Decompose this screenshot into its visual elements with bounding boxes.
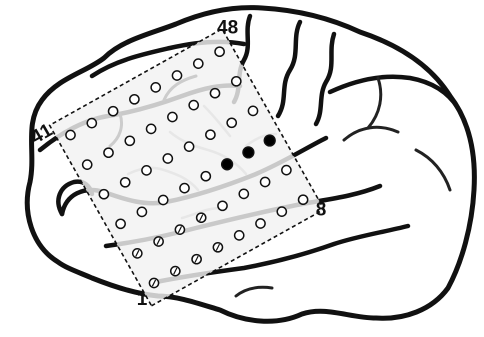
electrode-contact: [172, 71, 181, 80]
electrode-contact-active: [243, 147, 254, 158]
electrode-contact: [99, 190, 108, 199]
electrode-contact: [210, 89, 219, 98]
electrode-contact-active: [264, 135, 275, 146]
electrode-contact: [261, 177, 270, 186]
electrode-contact: [215, 47, 224, 56]
electrode-contact: [159, 195, 168, 204]
electrode-contact: [109, 107, 118, 116]
electrode-contact: [83, 160, 92, 169]
electrode-contact: [232, 77, 241, 86]
electrode-contact: [125, 136, 134, 145]
corner-label-1: 1: [137, 289, 148, 310]
electrode-contact: [130, 95, 139, 104]
electrode-contact: [248, 106, 257, 115]
electrode-contact: [194, 59, 203, 68]
electrode-contact: [168, 112, 177, 121]
corner-label-48: 48: [217, 18, 238, 39]
electrode-contact: [147, 124, 156, 133]
electrode-contact: [116, 219, 125, 228]
electrode-contact: [282, 166, 291, 175]
electrode-contact: [87, 119, 96, 128]
electrode-contact: [256, 219, 265, 228]
electrode-contact: [142, 166, 151, 175]
electrode-contact: [206, 130, 215, 139]
electrode-contact: [180, 184, 189, 193]
electrode-contact: [104, 148, 113, 157]
electrode-contact: [201, 172, 210, 181]
electrode-contact: [227, 118, 236, 127]
electrode-contact: [189, 101, 198, 110]
electrode-contact: [218, 201, 227, 210]
electrode-contact: [239, 189, 248, 198]
electrode-contact: [163, 154, 172, 163]
electrode-contact: [185, 142, 194, 151]
electrode-contact: [299, 195, 308, 204]
electrode-contact: [66, 130, 75, 139]
electrode-contact: [277, 207, 286, 216]
electrode-contact: [235, 231, 244, 240]
electrode-contact: [151, 83, 160, 92]
electrode-contact-active: [222, 159, 233, 170]
corner-label-8: 8: [316, 200, 327, 221]
electrode-contact: [137, 207, 146, 216]
electrode-contact: [121, 178, 130, 187]
